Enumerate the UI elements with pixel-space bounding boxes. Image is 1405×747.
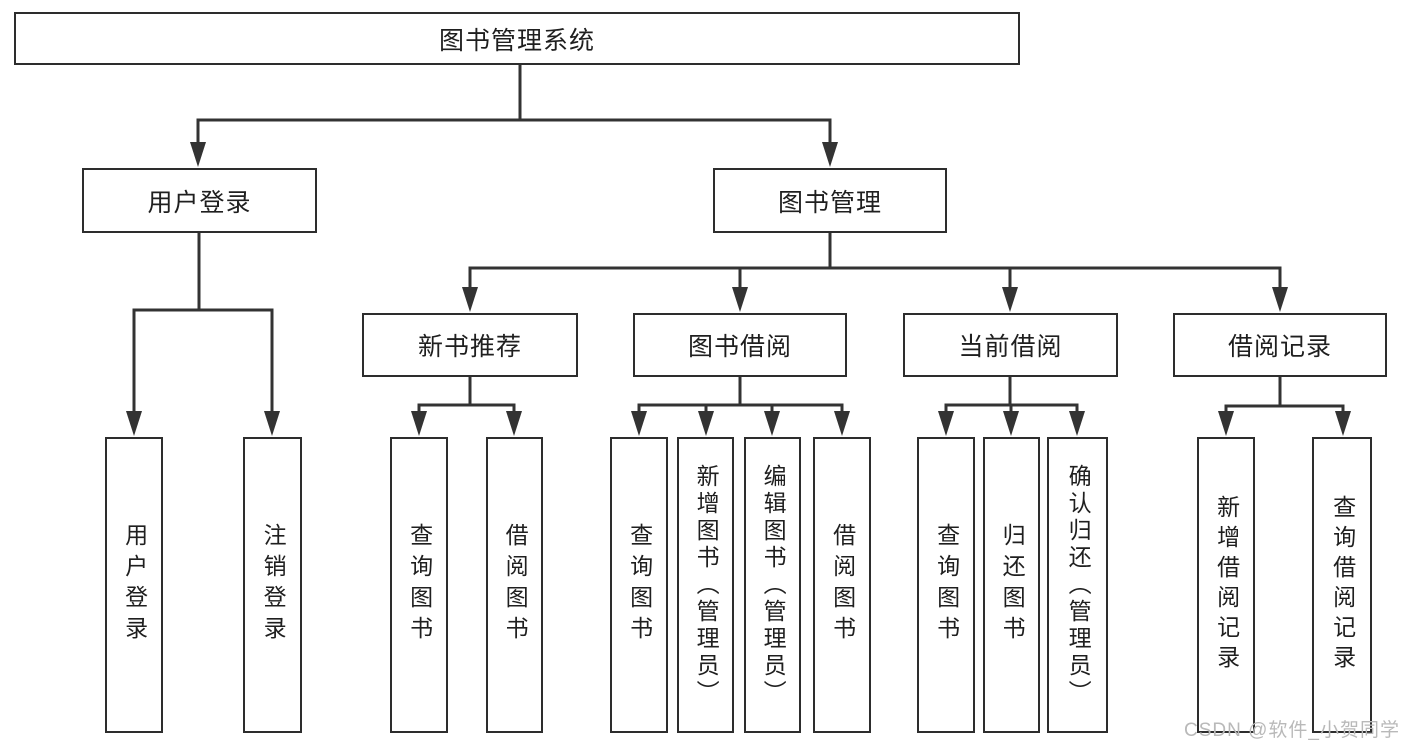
node-leaf-return-books: 归还图书 <box>983 437 1040 733</box>
node-root-system-label: 图书管理系统 <box>438 26 595 55</box>
node-leaf-confirm-return-admin-label: 确认归还（管理员） <box>1065 463 1092 707</box>
connector-book-borrowing-to-leaves <box>631 377 850 436</box>
node-leaf-borrow-books-1: 借阅图书 <box>486 437 543 733</box>
node-borrowing-records-label: 借阅记录 <box>1227 333 1332 361</box>
connector-root-to-level2 <box>190 65 838 167</box>
node-leaf-query-books-3: 查询图书 <box>917 437 975 733</box>
node-leaf-add-books-admin: 新增图书（管理员） <box>677 437 734 733</box>
node-leaf-query-books-1-label: 查询图书 <box>406 523 433 647</box>
node-leaf-borrow-books-2: 借阅图书 <box>813 437 871 733</box>
node-root-system: 图书管理系统 <box>14 12 1020 65</box>
node-leaf-query-books-1: 查询图书 <box>390 437 448 733</box>
node-leaf-user-login-label: 用户登录 <box>121 523 148 647</box>
node-leaf-confirm-return-admin: 确认归还（管理员） <box>1047 437 1108 733</box>
connector-user-login-to-leaves <box>126 233 280 436</box>
node-book-borrowing-label: 图书借阅 <box>687 333 792 361</box>
node-leaf-borrow-books-2-label: 借阅图书 <box>829 523 856 647</box>
node-borrowing-records: 借阅记录 <box>1173 313 1387 377</box>
node-leaf-edit-books-admin-label: 编辑图书（管理员） <box>760 463 787 707</box>
node-leaf-edit-books-admin: 编辑图书（管理员） <box>744 437 801 733</box>
node-leaf-add-borrow-record-label: 新增借阅记录 <box>1213 495 1240 675</box>
node-current-borrowing-label: 当前借阅 <box>958 333 1063 361</box>
node-leaf-user-login: 用户登录 <box>105 437 163 733</box>
node-leaf-return-books-label: 归还图书 <box>999 523 1026 647</box>
node-leaf-query-books-3-label: 查询图书 <box>933 523 960 647</box>
node-leaf-logout-label: 注销登录 <box>260 523 287 647</box>
node-current-borrowing: 当前借阅 <box>903 313 1118 377</box>
node-user-login-label: 用户登录 <box>147 188 252 217</box>
node-book-management-label: 图书管理 <box>777 188 882 217</box>
connector-new-book-recommendation-to-leaves <box>411 377 522 436</box>
node-leaf-query-books-2-label: 查询图书 <box>626 523 653 647</box>
node-leaf-add-borrow-record: 新增借阅记录 <box>1197 437 1255 733</box>
node-book-management: 图书管理 <box>713 168 947 233</box>
node-leaf-query-borrow-record: 查询借阅记录 <box>1312 437 1372 733</box>
node-book-borrowing: 图书借阅 <box>633 313 847 377</box>
csdn-watermark: CSDN @软件_小贺同学 <box>1184 720 1400 741</box>
node-leaf-add-books-admin-label: 新增图书（管理员） <box>693 463 720 707</box>
node-leaf-logout: 注销登录 <box>243 437 302 733</box>
connector-book-management-to-level3 <box>462 233 1288 312</box>
node-new-book-recommendation: 新书推荐 <box>362 313 578 377</box>
connector-borrowing-records-to-leaves <box>1218 377 1351 436</box>
connector-current-borrowing-to-leaves <box>938 377 1085 436</box>
node-leaf-borrow-books-1-label: 借阅图书 <box>502 523 529 647</box>
node-user-login: 用户登录 <box>82 168 317 233</box>
node-leaf-query-borrow-record-label: 查询借阅记录 <box>1329 495 1356 675</box>
node-new-book-recommendation-label: 新书推荐 <box>417 333 522 361</box>
node-leaf-query-books-2: 查询图书 <box>610 437 668 733</box>
